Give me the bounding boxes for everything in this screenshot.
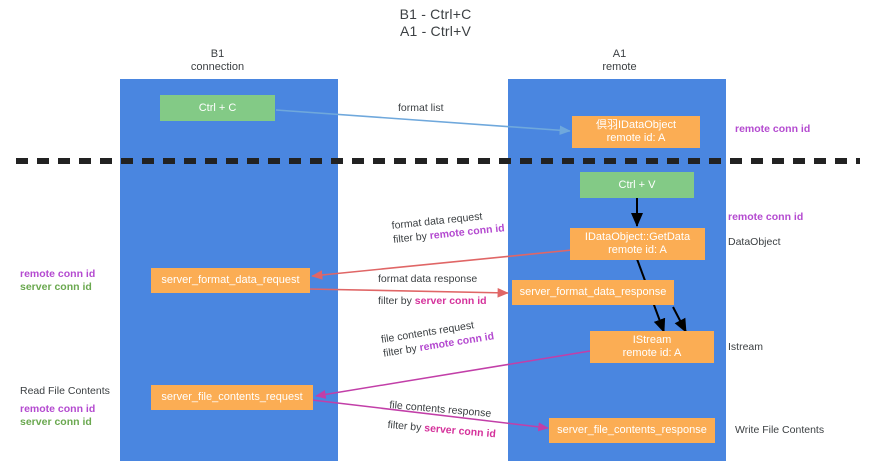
edge-label-format-data-response-line2: filter by server conn id (378, 294, 487, 308)
annotation-right-remote-conn-id-mid: remote conn id (728, 211, 804, 223)
node-server-file-contents-request-label: server_file_contents_request (161, 391, 303, 403)
fdres-prefix: filter by (378, 295, 415, 307)
node-istream-id: remote id: A (622, 347, 682, 359)
node-idataobject-getdata[interactable]: IDataObject::GetData remote id: A (570, 228, 705, 260)
node-server-file-contents-response[interactable]: server_file_contents_response (549, 418, 715, 443)
node-server-file-contents-request[interactable]: server_file_contents_request (151, 385, 313, 410)
annotation-left-server-conn-id-2: server conn id (20, 416, 92, 428)
edge-label-format-data-request: format data request filter by remote con… (391, 207, 505, 247)
annotation-left-remote-conn-id-1: remote conn id (20, 268, 96, 280)
fdr-prefix: filter by (392, 230, 431, 246)
annotation-left-read-file-contents: Read File Contents (20, 385, 110, 397)
node-ctrl-c-label: Ctrl + C (198, 101, 237, 114)
node-server-format-data-response[interactable]: server_format_data_response (512, 280, 674, 305)
node-istream-label: IStream (632, 334, 672, 346)
fcres-highlight: server conn id (423, 422, 497, 441)
title-line-1: B1 - Ctrl+C (399, 6, 472, 22)
node-server-format-data-request-label: server_format_data_request (161, 274, 300, 286)
title-line-2: A1 - Ctrl+V (399, 23, 472, 39)
edge-label-file-contents-request: file contents request filter by remote c… (380, 315, 495, 360)
node-idataobject-register-id: remote id: A (606, 132, 666, 144)
column-a1-name: A1 (612, 48, 627, 60)
edge-label-file-contents-response-line1: file contents response (388, 398, 492, 420)
node-istream[interactable]: IStream remote id: A (590, 331, 714, 363)
annotation-right-dataobject: DataObject (728, 236, 781, 248)
annotation-right-remote-conn-id-top: remote conn id (735, 123, 811, 135)
column-a1-sub: remote (602, 61, 637, 73)
fdres-highlight: server conn id (414, 295, 487, 307)
fcres-prefix: filter by (387, 418, 425, 435)
annotation-right-write-file-contents: Write File Contents (735, 424, 825, 436)
edge-label-format-data-response-line1: format data response (378, 273, 478, 285)
node-getdata-label: IDataObject::GetData (584, 231, 691, 243)
node-server-format-data-request[interactable]: server_format_data_request (151, 268, 310, 293)
edge-label-format-data-response: format data response filter by server co… (378, 272, 487, 308)
edge-label-file-contents-response-line2: filter by server conn id (387, 418, 496, 441)
node-getdata-id: remote id: A (608, 244, 667, 256)
page-title: B1 - Ctrl+C A1 - Ctrl+V (0, 6, 871, 40)
node-ctrl-v[interactable]: Ctrl + V (580, 172, 694, 198)
node-idataobject-register-label: 倶⽻IDataObject (595, 119, 677, 131)
node-ctrl-v-label: Ctrl + V (618, 178, 656, 191)
annotation-left-remote-conn-id-2: remote conn id (20, 403, 96, 415)
node-ctrl-c[interactable]: Ctrl + C (160, 95, 275, 121)
edge-label-file-contents-response: file contents response filter by server … (387, 398, 498, 441)
column-header-b1: B1 connection (155, 48, 280, 74)
node-server-format-data-response-label: server_format_data_response (519, 286, 667, 298)
annotation-left-server-conn-id-1: server conn id (20, 281, 92, 293)
annotation-right-istream: Istream (728, 341, 764, 353)
node-server-file-contents-response-label: server_file_contents_response (557, 424, 707, 436)
node-idataobject-register[interactable]: 倶⽻IDataObject remote id: A (572, 116, 700, 148)
edge-label-format-list: format list (398, 101, 444, 115)
column-b1-name: B1 (210, 48, 225, 60)
column-b1-sub: connection (190, 61, 245, 73)
column-header-a1: A1 remote (557, 48, 682, 74)
edge-label-format-list-text: format list (398, 102, 444, 114)
